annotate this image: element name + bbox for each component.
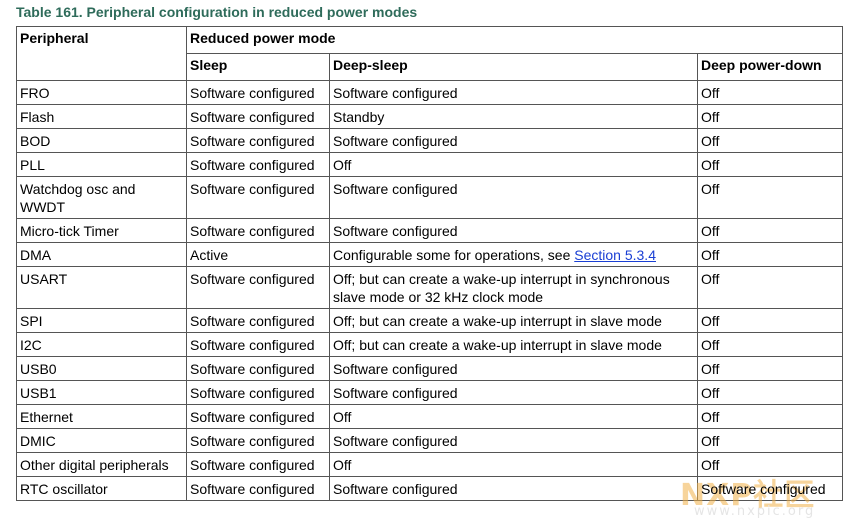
- cell-deep-sleep: Off: [329, 404, 698, 429]
- header-peripheral: Peripheral: [16, 26, 187, 81]
- cell-peripheral: USB0: [16, 356, 187, 381]
- table-row: PLL Software configured Off Off: [16, 152, 844, 177]
- watermark-url: www.nxpic.org: [694, 504, 816, 519]
- cell-deep-sleep: Software configured: [329, 218, 698, 243]
- cell-sleep: Software configured: [186, 266, 330, 309]
- table-row: Ethernet Software configured Off Off: [16, 404, 844, 429]
- cell-peripheral: DMA: [16, 242, 187, 267]
- cell-deep-sleep: Off: [329, 452, 698, 477]
- header-row-1: Peripheral Reduced power mode: [16, 26, 844, 81]
- cell-deep-sleep: Software configured: [329, 476, 698, 501]
- cell-deep-power-down: Software configured: [696, 476, 844, 501]
- table-row: DMIC Software configured Software config…: [16, 428, 844, 453]
- cell-deep-sleep: Off: [329, 152, 698, 177]
- section-link[interactable]: Section 5.3.4: [574, 247, 656, 263]
- cell-sleep: Software configured: [186, 128, 330, 153]
- table-row: I2C Software configured Off; but can cre…: [16, 332, 844, 357]
- cell-sleep: Software configured: [186, 218, 330, 243]
- cell-deep-power-down: Off: [696, 452, 844, 477]
- cell-sleep: Software configured: [186, 476, 330, 501]
- cell-sleep: Software configured: [186, 332, 330, 357]
- cell-peripheral: USART: [16, 266, 187, 309]
- cell-sleep: Software configured: [186, 152, 330, 177]
- cell-sleep: Software configured: [186, 380, 330, 405]
- cell-peripheral: DMIC: [16, 428, 187, 453]
- table-row: SPI Software configured Off; but can cre…: [16, 308, 844, 333]
- cell-deep-sleep: Software configured: [329, 176, 698, 219]
- cell-peripheral: Other digital peripherals: [16, 452, 187, 477]
- table-row: Flash Software configured Standby Off: [16, 104, 844, 129]
- table-row: Watchdog osc and WWDT Software configure…: [16, 176, 844, 219]
- header-sleep: Sleep: [186, 53, 330, 81]
- cell-peripheral: Flash: [16, 104, 187, 129]
- cell-deep-sleep: Software configured: [329, 80, 698, 105]
- cell-deep-power-down: Off: [696, 428, 844, 453]
- table-row: RTC oscillator Software configured Softw…: [16, 476, 844, 501]
- table-row: FRO Software configured Software configu…: [16, 80, 844, 105]
- cell-sleep: Software configured: [186, 176, 330, 219]
- cell-peripheral: SPI: [16, 308, 187, 333]
- peripheral-config-table: Peripheral Reduced power mode Sleep Deep…: [16, 26, 844, 501]
- cell-peripheral: PLL: [16, 152, 187, 177]
- cell-deep-power-down: Off: [696, 242, 844, 267]
- cell-peripheral: USB1: [16, 380, 187, 405]
- cell-deep-power-down: Off: [696, 104, 844, 129]
- header-reduced-power-mode: Reduced power mode: [185, 26, 844, 54]
- cell-sleep: Software configured: [186, 308, 330, 333]
- cell-sleep: Software configured: [186, 80, 330, 105]
- table-caption: Table 161. Peripheral configuration in r…: [16, 4, 418, 20]
- table-row: Other digital peripherals Software confi…: [16, 452, 844, 477]
- cell-peripheral: BOD: [16, 128, 187, 153]
- cell-deep-sleep-text: Configurable some for operations, see: [333, 247, 575, 263]
- cell-peripheral: RTC oscillator: [16, 476, 187, 501]
- cell-deep-power-down: Off: [696, 218, 844, 243]
- cell-peripheral: Watchdog osc and WWDT: [16, 176, 187, 219]
- cell-deep-sleep: Software configured: [329, 356, 698, 381]
- cell-deep-sleep: Software configured: [329, 428, 698, 453]
- cell-deep-sleep: Configurable some for operations, see Se…: [329, 242, 698, 267]
- cell-deep-power-down: Off: [696, 404, 844, 429]
- cell-peripheral: Ethernet: [16, 404, 187, 429]
- cell-deep-sleep: Off; but can create a wake-up interrupt …: [329, 308, 698, 333]
- cell-sleep: Software configured: [186, 452, 330, 477]
- cell-deep-sleep: Software configured: [329, 380, 698, 405]
- cell-sleep: Software configured: [186, 356, 330, 381]
- cell-deep-power-down: Off: [696, 308, 844, 333]
- cell-peripheral: FRO: [16, 80, 187, 105]
- cell-deep-sleep: Off; but can create a wake-up interrupt …: [329, 266, 698, 309]
- cell-deep-sleep: Software configured: [329, 128, 698, 153]
- table-row: Micro-tick Timer Software configured Sof…: [16, 218, 844, 243]
- table-row: BOD Software configured Software configu…: [16, 128, 844, 153]
- cell-peripheral: Micro-tick Timer: [16, 218, 187, 243]
- cell-sleep: Software configured: [186, 428, 330, 453]
- table-row: DMA Active Configurable some for operati…: [16, 242, 844, 267]
- cell-sleep: Active: [186, 242, 330, 267]
- cell-sleep: Software configured: [186, 104, 330, 129]
- header-deep-power-down: Deep power-down: [696, 53, 844, 81]
- cell-peripheral: I2C: [16, 332, 187, 357]
- cell-deep-sleep: Off; but can create a wake-up interrupt …: [329, 332, 698, 357]
- cell-deep-power-down: Off: [696, 176, 844, 219]
- cell-sleep: Software configured: [186, 404, 330, 429]
- cell-deep-power-down: Off: [696, 152, 844, 177]
- cell-deep-power-down: Off: [696, 266, 844, 309]
- table-row: USB0 Software configured Software config…: [16, 356, 844, 381]
- table-row: USART Software configured Off; but can c…: [16, 266, 844, 309]
- cell-deep-power-down: Off: [696, 80, 844, 105]
- table-row: USB1 Software configured Software config…: [16, 380, 844, 405]
- cell-deep-power-down: Off: [696, 332, 844, 357]
- cell-deep-sleep: Standby: [329, 104, 698, 129]
- cell-deep-power-down: Off: [696, 380, 844, 405]
- cell-deep-power-down: Off: [696, 356, 844, 381]
- cell-deep-power-down: Off: [696, 128, 844, 153]
- header-row-2: Sleep Deep-sleep Deep power-down: [17, 53, 844, 81]
- header-deep-sleep: Deep-sleep: [329, 53, 698, 81]
